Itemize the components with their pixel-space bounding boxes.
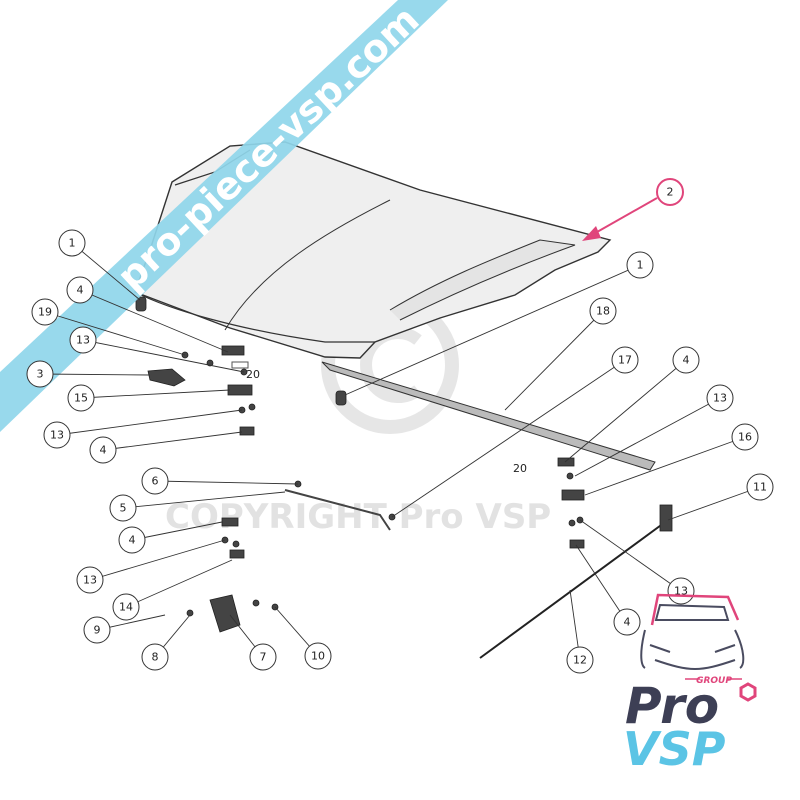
callout-number: 4 [129, 534, 136, 547]
callout-number: 3 [37, 368, 44, 381]
leader-line [574, 397, 721, 477]
callout-number: 17 [618, 354, 632, 367]
leader-line [80, 389, 231, 399]
callout-3: 3 [26, 360, 54, 388]
leader-line [344, 264, 641, 396]
callout-18: 18 [589, 297, 617, 325]
callout-number: 13 [83, 574, 97, 587]
provsp-logo: GROUP Pro VSP [623, 593, 757, 776]
callout-8: 8 [141, 643, 169, 671]
callout-11: 11 [746, 473, 774, 501]
leader-line [122, 491, 286, 509]
callout-number: 9 [94, 624, 101, 637]
leader-line [575, 544, 628, 623]
copyright-watermark-text: COPYRIGHT Pro VSP [165, 497, 551, 537]
label-20-right: 20 [513, 462, 527, 475]
callout-2: 2 [656, 178, 684, 206]
callout-1: 1 [58, 229, 86, 257]
leader-lines [39, 242, 761, 661]
leader-line [564, 359, 687, 463]
callout-number: 5 [120, 502, 127, 515]
hood-seal-strip [321, 361, 656, 471]
callout-number: 14 [119, 601, 133, 614]
leader-line [44, 311, 186, 356]
leader-line [89, 539, 226, 581]
callout-17: 17 [611, 346, 639, 374]
callout-number: 7 [260, 651, 267, 664]
callout-number: 8 [152, 651, 159, 664]
leader-line [667, 486, 761, 521]
callout-19: 19 [31, 298, 59, 326]
leader-line [71, 242, 141, 301]
callout-5: 5 [109, 494, 137, 522]
callout-number: 1 [637, 259, 644, 272]
callout-10: 10 [304, 642, 332, 670]
callout-7: 7 [249, 643, 277, 671]
callout-number: 13 [674, 585, 688, 598]
leader-line [82, 339, 245, 373]
callout-number: 13 [76, 334, 90, 347]
leader-line [391, 359, 626, 518]
label-20-left: 20 [246, 368, 260, 381]
callout-number: 13 [50, 429, 64, 442]
callout-number: 15 [74, 392, 88, 405]
callout-4: 4 [66, 276, 94, 304]
leader-line [39, 373, 151, 376]
callout-13: 13 [76, 566, 104, 594]
logo-pro-text: Pro [625, 677, 719, 735]
callout-16: 16 [731, 423, 759, 451]
leader-line [504, 310, 604, 411]
callout-number: 4 [100, 444, 107, 457]
highlight-arrow [582, 197, 658, 241]
small-parts [135, 296, 673, 633]
support-rod [479, 519, 669, 659]
leader-line [154, 480, 299, 485]
callout-4: 4 [89, 436, 117, 464]
callout-13: 13 [43, 421, 71, 449]
logo-vsp-text: VSP [623, 722, 726, 776]
callout-6: 6 [141, 467, 169, 495]
callout-number: 4 [683, 354, 690, 367]
callout-15: 15 [67, 384, 95, 412]
leader-line [56, 409, 243, 436]
callout-13: 13 [667, 577, 695, 605]
callout-13: 13 [706, 384, 734, 412]
callout-number: 10 [311, 650, 325, 663]
callout-number: 6 [152, 475, 159, 488]
release-cable [284, 489, 391, 531]
leader-line [584, 436, 746, 496]
leader-line [131, 521, 223, 541]
leader-line [79, 289, 229, 353]
logo-group-text: GROUP [696, 676, 732, 686]
leader-line [579, 519, 682, 592]
callout-number: 11 [753, 481, 767, 494]
callout-number: 4 [624, 616, 631, 629]
callout-4: 4 [118, 526, 146, 554]
callout-number: 16 [738, 431, 752, 444]
leader-line [102, 431, 243, 451]
callout-number: 13 [713, 392, 727, 405]
callout-number: 1 [69, 237, 76, 250]
leader-line [125, 559, 233, 608]
callout-13: 13 [69, 326, 97, 354]
callout-4: 4 [672, 346, 700, 374]
callout-number: 2 [667, 186, 674, 199]
callout-number: 12 [573, 654, 587, 667]
hood-panel [134, 141, 612, 359]
callout-number: 19 [38, 306, 52, 319]
callout-12: 12 [566, 646, 594, 674]
callout-number: 4 [77, 284, 84, 297]
callout-number: 18 [596, 305, 610, 318]
callout-9: 9 [83, 616, 111, 644]
callout-4: 4 [613, 608, 641, 636]
callout-14: 14 [112, 593, 140, 621]
callout-1: 1 [626, 251, 654, 279]
